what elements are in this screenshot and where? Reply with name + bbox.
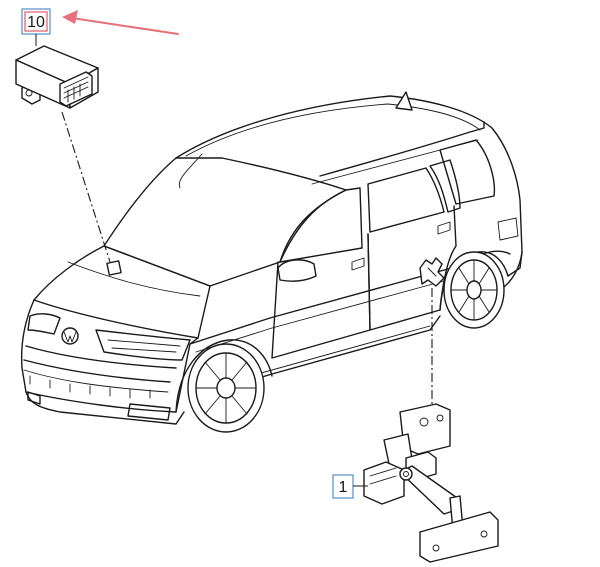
level-sender-assembly[interactable] bbox=[363, 403, 499, 563]
callout-1[interactable]: 1 bbox=[332, 474, 354, 499]
callout-10-label: 10 bbox=[27, 14, 45, 31]
control-unit-module[interactable] bbox=[15, 45, 99, 109]
rear-wheel bbox=[443, 251, 505, 329]
leader-line-control-unit bbox=[61, 111, 111, 263]
callout-1-label: 1 bbox=[339, 479, 348, 496]
callout-10[interactable]: 10 bbox=[21, 8, 51, 35]
front-wheel bbox=[187, 343, 265, 433]
annotation-arrow bbox=[62, 10, 179, 35]
manufacturer-badge bbox=[61, 327, 79, 345]
sensor-mount-point bbox=[419, 257, 445, 287]
mounting-location-marker bbox=[106, 260, 122, 276]
vehicle-body bbox=[20, 91, 523, 433]
callout-10-highlight bbox=[24, 11, 48, 32]
